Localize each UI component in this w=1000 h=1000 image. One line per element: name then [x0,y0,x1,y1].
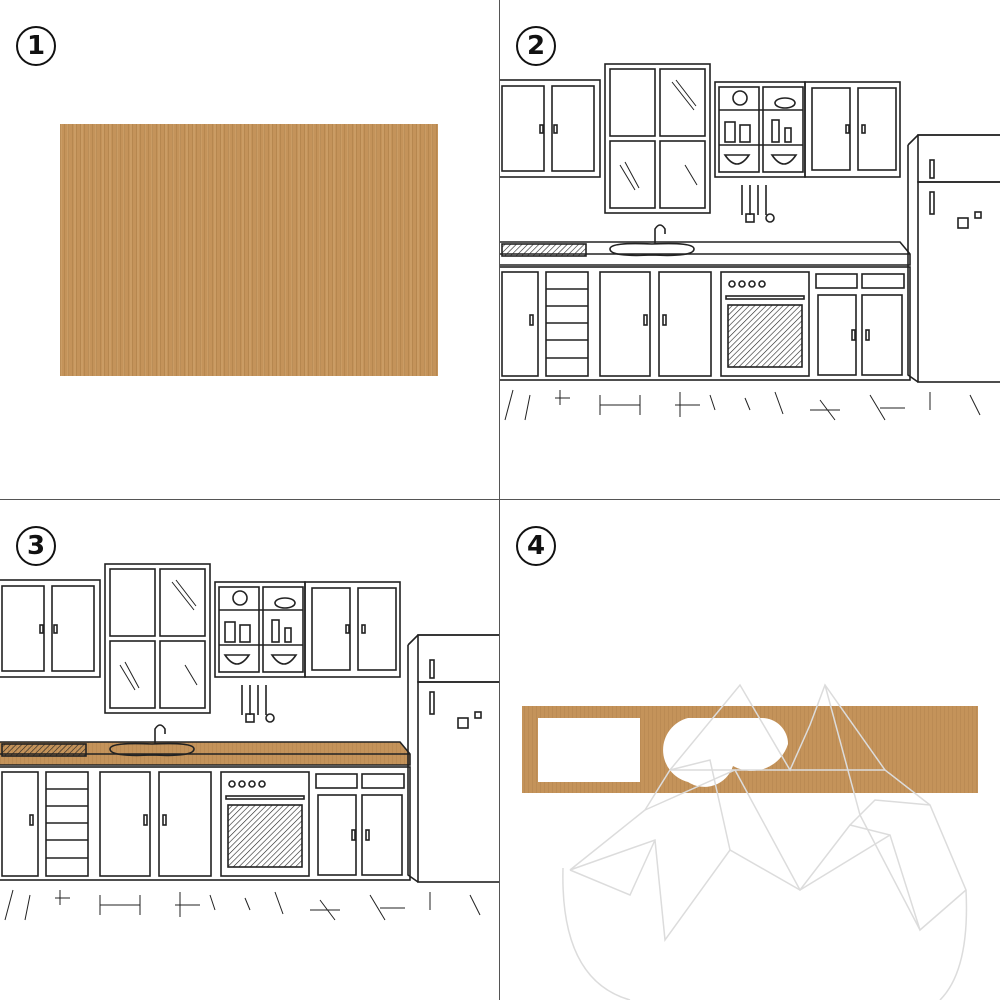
step-number-badge: 1 [16,26,56,66]
step-4-panel: 4 [500,500,1000,1000]
step-number-badge: 2 [516,26,556,66]
step-number-badge: 3 [16,526,56,566]
cut-countertop-strip [522,683,978,1000]
step-3-panel: 3 [0,500,500,1000]
cardboard-sheet [60,124,438,376]
kitchen-sketch-with-kraft-countertop [0,563,500,921]
step-2-panel: 2 [500,0,1000,500]
kraft-strip [522,706,978,793]
rect-cutout [538,718,640,782]
vertical-divider [499,0,500,1000]
step-number-badge: 4 [516,526,556,566]
horizontal-divider [0,499,1000,500]
step-1-panel: 1 [0,0,500,500]
logo-watermark [562,683,968,1000]
kitchen-sketch [500,63,1000,421]
